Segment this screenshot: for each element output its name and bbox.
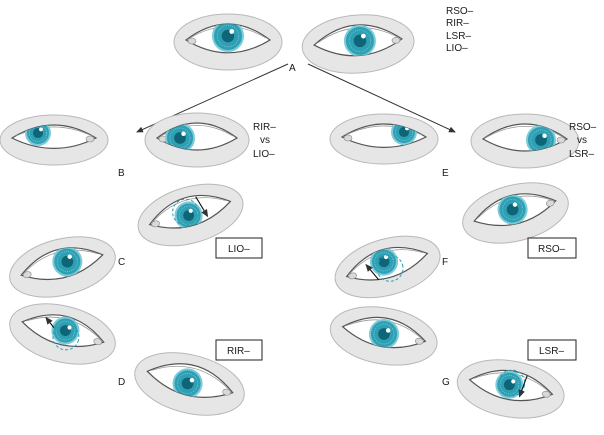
eye-f-lower-prev-position	[376, 254, 404, 282]
eye-c-upper	[137, 183, 244, 247]
compare-right-top: RSO–	[569, 122, 597, 133]
legend-line-2: RIR–	[446, 18, 469, 29]
eye-a-right	[173, 13, 283, 71]
eye-c-upper-movement-arrow	[195, 196, 209, 218]
eye-f-upper	[462, 182, 569, 244]
eye-g-upper-glint	[385, 328, 391, 333]
eye-d-lower	[134, 352, 245, 416]
box-rir-text: RIR–	[227, 346, 250, 357]
compare-left-vs: vs	[260, 135, 270, 146]
eye-e-right-iris-inner	[394, 124, 414, 142]
box-rir	[215, 339, 263, 361]
eye-e-right-caruncle	[343, 134, 353, 142]
panel-label-g: G	[442, 377, 450, 388]
compare-right-vs: vs	[577, 135, 587, 146]
eye-f-lower	[334, 235, 441, 299]
eye-d-upper-glint	[67, 325, 72, 330]
eye-layer	[0, 13, 580, 419]
eye-e-left	[470, 113, 580, 169]
compare-left-bottom: LIO–	[253, 149, 275, 160]
eye-g-lower-prev-position	[498, 369, 526, 397]
eye-d-lower-lid-line	[151, 365, 230, 391]
eye-a-left	[301, 14, 415, 74]
eye-e-right	[329, 113, 439, 165]
eye-c-lower	[9, 236, 116, 298]
eye-g-lower	[456, 359, 565, 419]
eye-b-right-iris-inner	[28, 125, 48, 143]
panel-label-a: A	[289, 63, 296, 74]
eye-f-upper-glint	[512, 202, 518, 207]
eye-d-upper-prev-position	[52, 323, 80, 351]
panel-label-d: D	[118, 377, 125, 388]
eye-c-upper-prev-position	[172, 198, 200, 226]
eye-d-lower-iris-inner	[177, 372, 199, 394]
eye-a-right-iris-inner	[216, 24, 240, 48]
eye-c-upper-caruncle	[151, 220, 160, 228]
eye-d-upper-caruncle	[93, 338, 102, 346]
eye-b-right	[0, 114, 109, 166]
panel-label-f: F	[442, 257, 448, 268]
eye-g-lower-movement-arrow	[518, 375, 528, 398]
box-lio	[215, 237, 263, 259]
eye-g-lower-glint	[511, 379, 516, 384]
eye-d-upper-movement-arrow	[45, 316, 55, 328]
eye-a-left-caruncle	[391, 37, 401, 44]
eye-g-lower-iris-inner	[499, 374, 520, 395]
eye-e-left-caruncle	[556, 136, 566, 144]
box-rso	[527, 237, 577, 259]
eye-a-left-iris-inner	[348, 29, 372, 53]
eye-b-right-caruncle	[85, 135, 95, 143]
compare-right-bottom: LSR–	[569, 149, 594, 160]
compare-left-top: RIR–	[253, 122, 276, 133]
eye-a-right-caruncle	[187, 37, 197, 45]
eye-c-upper-lid-line	[152, 197, 227, 222]
eye-g-lower-caruncle	[542, 390, 551, 398]
eye-f-lower-movement-arrow	[365, 263, 380, 281]
eye-b-right-glint	[39, 127, 43, 132]
eye-b-right-lid-line	[15, 126, 93, 137]
legend-line-4: LIO–	[446, 43, 468, 54]
eye-e-left-glint	[542, 133, 547, 139]
eye-f-upper-caruncle	[545, 199, 555, 207]
eye-a-left-glint	[360, 33, 366, 39]
box-lsr-text: LSR–	[539, 346, 564, 357]
eye-a-right-glint	[229, 29, 235, 34]
eye-c-upper-glint	[188, 208, 193, 213]
legend-line-1: RSO–	[446, 6, 474, 17]
eye-f-lower-caruncle	[348, 272, 357, 280]
eye-g-upper-caruncle	[415, 337, 424, 345]
eye-c-lower-iris-inner	[56, 251, 78, 273]
panel-label-b: B	[118, 168, 125, 179]
eye-c-upper-iris-inner	[178, 205, 199, 226]
eye-e-left-lid-line	[486, 125, 564, 138]
eye-b-left	[144, 112, 250, 168]
panel-label-e: E	[442, 168, 449, 179]
box-lsr	[527, 339, 577, 361]
eye-b-left-glint	[181, 131, 186, 137]
eye-d-lower-caruncle	[222, 388, 231, 396]
eye-c-lower-glint	[67, 254, 72, 259]
arrow-a-to-e	[307, 63, 456, 133]
legend-line-3: LSR–	[446, 31, 471, 42]
panel-label-c: C	[118, 257, 125, 268]
box-rso-text: RSO–	[538, 244, 566, 255]
eye-d-upper	[9, 303, 116, 365]
eye-c-lower-caruncle	[23, 271, 32, 279]
box-lio-text: LIO–	[228, 244, 250, 255]
eye-g-upper	[329, 306, 438, 366]
eye-d-lower-glint	[189, 377, 195, 383]
